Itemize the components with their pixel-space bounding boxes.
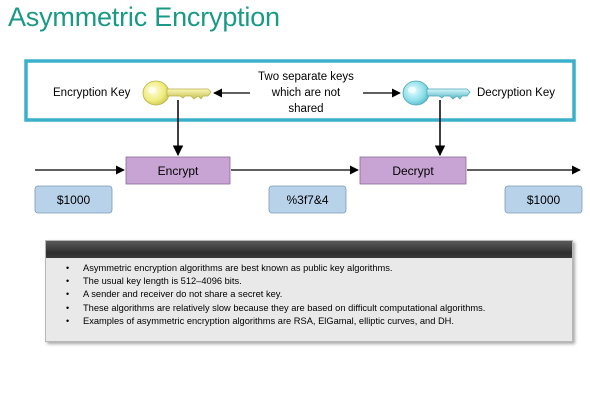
page-title: Asymmetric Encryption xyxy=(8,2,280,32)
list-item: The usual key length is 512–4096 bits. xyxy=(46,275,572,288)
encrypt-box: Encrypt xyxy=(125,156,231,185)
encryption-key-label: Encryption Key xyxy=(53,87,131,99)
notes-panel: Asymmetric encryption algorithms are bes… xyxy=(45,240,573,342)
plaintext-output-value: $1000 xyxy=(527,193,561,207)
keys-note-line-1: Two separate keys xyxy=(258,71,354,83)
list-item: Asymmetric encryption algorithms are bes… xyxy=(46,262,572,275)
ciphertext-box: %3f7&4 xyxy=(268,185,347,214)
encrypt-label: Encrypt xyxy=(158,164,199,178)
notes-header-bar xyxy=(46,241,572,258)
plaintext-input-box: $1000 xyxy=(34,185,113,214)
keys-note-line-2: which are not xyxy=(271,87,341,99)
plaintext-input-value: $1000 xyxy=(57,193,91,207)
decrypt-box: Decrypt xyxy=(359,156,467,185)
notes-list: Asymmetric encryption algorithms are bes… xyxy=(46,258,572,328)
ciphertext-value: %3f7&4 xyxy=(286,193,328,207)
encryption-diagram: Encryption Key Two separate keys which a… xyxy=(24,59,583,214)
plaintext-output-box: $1000 xyxy=(504,185,583,214)
list-item: Examples of asymmetric encryption algori… xyxy=(46,315,572,328)
key-panel-border xyxy=(24,59,576,122)
list-item: A sender and receiver do not share a sec… xyxy=(46,288,572,301)
list-item: These algorithms are relatively slow bec… xyxy=(46,302,572,315)
decryption-key-label: Decryption Key xyxy=(477,87,555,99)
keys-note-line-3: shared xyxy=(288,103,323,115)
decryption-key-icon xyxy=(402,80,471,106)
encryption-key-icon xyxy=(142,80,212,106)
decrypt-label: Decrypt xyxy=(392,164,434,178)
